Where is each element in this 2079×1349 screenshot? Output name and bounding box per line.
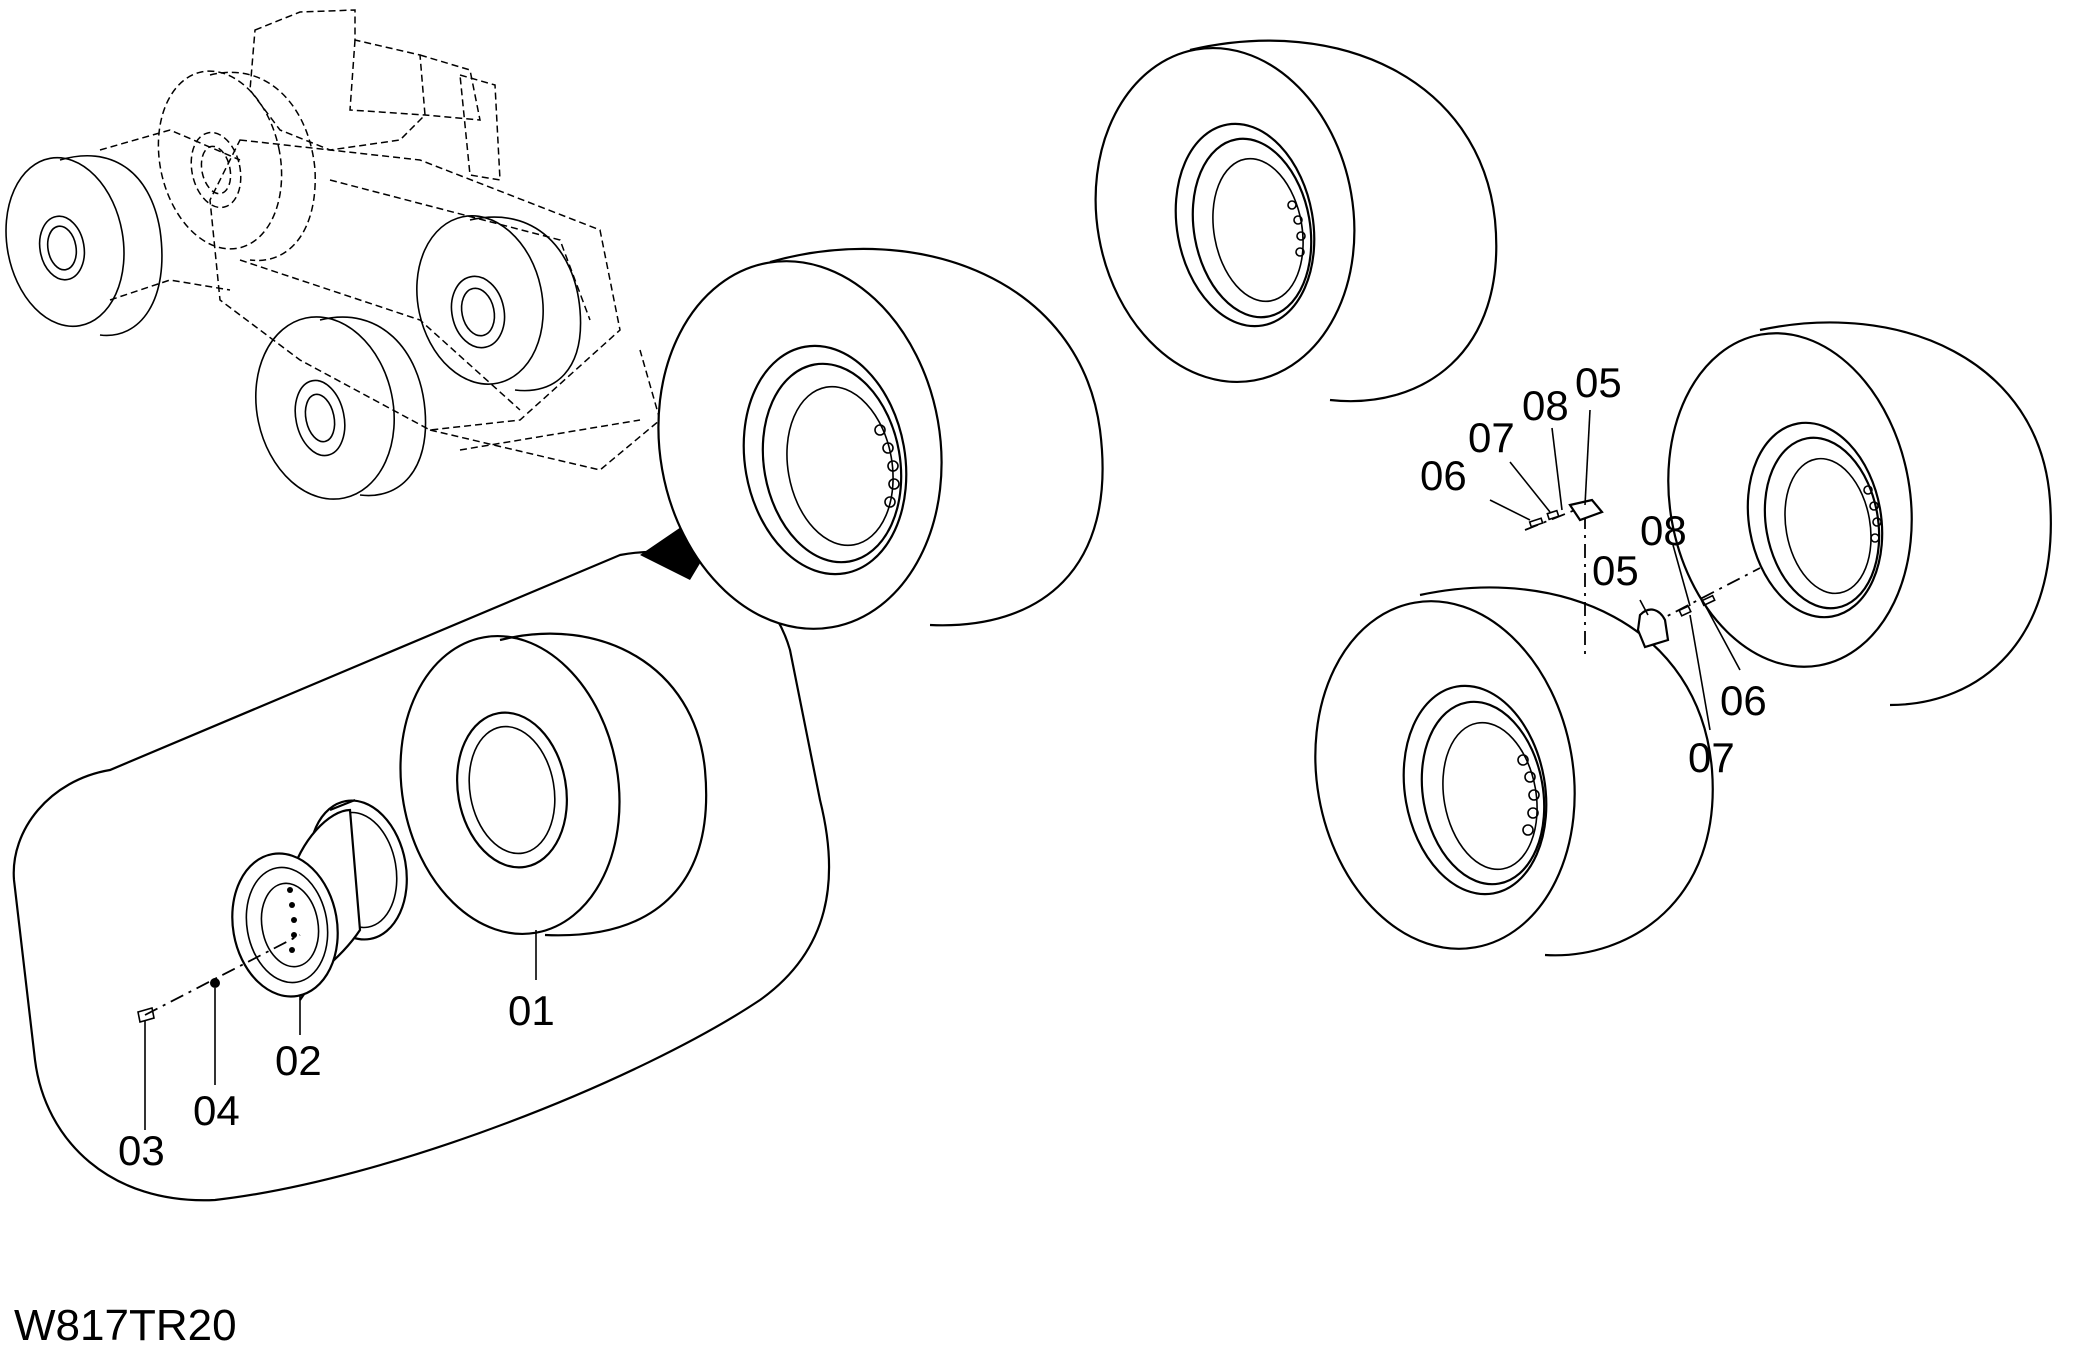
bracket-assembly-lower xyxy=(1636,567,1761,649)
drawing-code: W817TR20 xyxy=(14,1301,237,1349)
tire-upper-right xyxy=(1094,39,1498,403)
tire-far-right xyxy=(1667,321,2052,707)
callout-04: 04 xyxy=(193,1087,240,1134)
callout-06-lower: 06 xyxy=(1720,677,1767,724)
rim-bolt-holes xyxy=(287,887,297,953)
tire-middle xyxy=(657,247,1104,630)
callout-03: 03 xyxy=(118,1127,165,1174)
callout-07-upper: 07 xyxy=(1468,414,1515,461)
bolt-03-shape xyxy=(137,1006,155,1024)
rim-02 xyxy=(231,798,408,1001)
fasteners-03-04 xyxy=(137,934,301,1024)
callout-08-upper: 08 xyxy=(1522,382,1569,429)
nut-04-shape xyxy=(210,978,220,988)
tire-lower-right xyxy=(1314,586,1714,957)
callout-labels: 01 02 03 04 06 07 08 05 05 08 06 07 xyxy=(118,359,1767,1174)
callout-06-upper: 06 xyxy=(1420,452,1467,499)
machine-overview xyxy=(5,9,661,500)
callout-05-lower: 05 xyxy=(1592,547,1639,594)
bracket-05-lower-shape xyxy=(1636,608,1670,649)
bracket-05-upper-shape xyxy=(1568,498,1604,522)
callout-08-lower: 08 xyxy=(1640,507,1687,554)
callout-02: 02 xyxy=(275,1037,322,1084)
callout-05-upper: 05 xyxy=(1575,359,1622,406)
callout-07-lower: 07 xyxy=(1688,734,1735,781)
tire-01-exploded xyxy=(399,632,708,937)
callout-01: 01 xyxy=(508,987,555,1034)
bracket-assembly-upper xyxy=(1524,498,1604,660)
leader-lines xyxy=(144,409,1741,1130)
